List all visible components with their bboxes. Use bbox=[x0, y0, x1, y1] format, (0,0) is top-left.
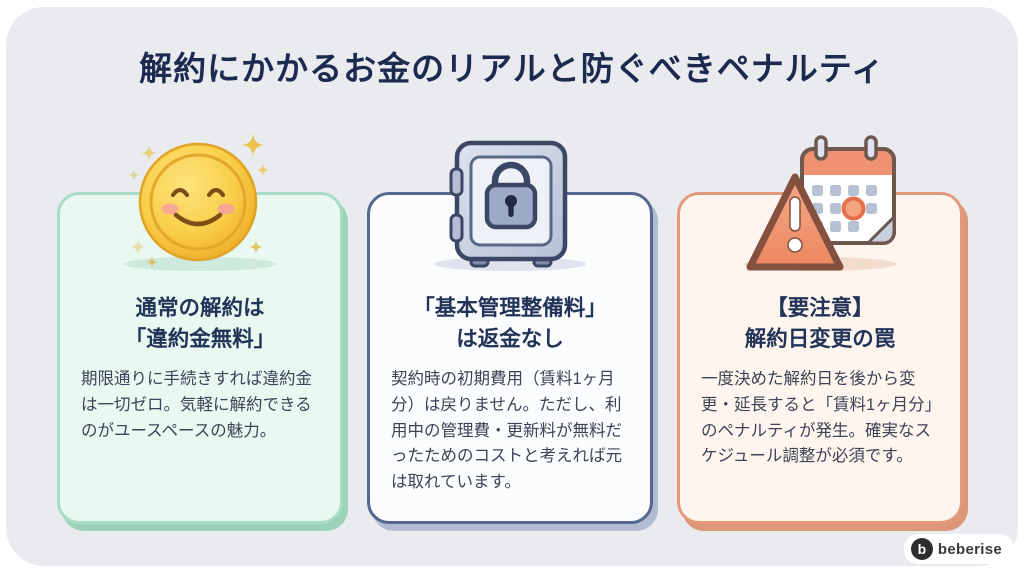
card-title-line1: 通常の解約は bbox=[135, 296, 265, 320]
card-title: 【要注意】 解約日変更の罠 bbox=[688, 293, 952, 354]
coin-icon-shadow bbox=[124, 257, 276, 271]
card-title-line1: 【要注意】 bbox=[766, 296, 874, 320]
warning-calendar-icon bbox=[740, 131, 900, 276]
page-title: 解約にかかるお金のリアルと防ぐべきペナルティ bbox=[139, 50, 885, 87]
smiling-coin-icon bbox=[125, 131, 275, 271]
brand-watermark: b beberise bbox=[903, 534, 1014, 564]
card-normal-cancellation: 通常の解約は 「違約金無料」 期限通りに手続きすれば違約金は一切ゼロ。気軽に解約… bbox=[57, 132, 343, 524]
card-body-text: 契約時の初期費用（賃料1ヶ月分）は戻りません。ただし、利用中の管理費・更新料が無… bbox=[391, 370, 622, 491]
card-maintenance-fee-no-refund: 「基本管理整備料」 は返金なし 契約時の初期費用（賃料1ヶ月分）は戻りません。た… bbox=[367, 140, 653, 524]
card-body-text: 期限通りに手続きすれば違約金は一切ゼロ。気軽に解約できるのがユースペースの魅力。 bbox=[81, 370, 312, 440]
brand-name: beberise bbox=[937, 540, 1002, 558]
card-title: 「基本管理整備料」 は返金なし bbox=[378, 293, 642, 354]
card-cancellation-date-change-trap: 【要注意】 解約日変更の罠 一度決めた解約日を後から変更・延長すると「賃料1ヶ月… bbox=[677, 135, 963, 524]
card-title: 通常の解約は 「違約金無料」 bbox=[68, 293, 332, 354]
card-body-text: 一度決めた解約日を後から変更・延長すると「賃料1ヶ月分」のペナルティが発生。確実… bbox=[701, 370, 933, 466]
card-title-line2: 「違約金無料」 bbox=[124, 326, 276, 351]
beberise-logo-icon: b bbox=[910, 538, 933, 560]
card-row: 通常の解約は 「違約金無料」 期限通りに手続きすれば違約金は一切ゼロ。気軽に解約… bbox=[57, 132, 963, 524]
card-title-line2: 解約日変更の罠 bbox=[744, 326, 896, 351]
card-title-line1: 「基本管理整備料」 bbox=[413, 296, 607, 320]
card-title-line2: は返金なし bbox=[456, 326, 564, 351]
locked-safe-icon bbox=[435, 131, 585, 276]
